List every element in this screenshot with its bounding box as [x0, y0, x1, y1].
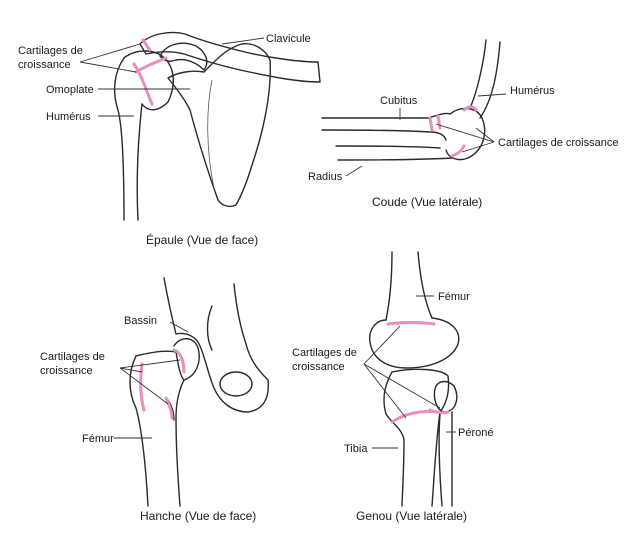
- knee-panel: Fémur Cartilages de croissance Péroné Ti…: [292, 251, 493, 523]
- elbow-humerus-bone: [469, 39, 487, 109]
- knee-cartilage-label-line2: croissance: [292, 361, 345, 373]
- humerus-bone: [113, 57, 125, 221]
- hip-femur-label: Fémur: [82, 433, 114, 445]
- humerus-head-bone: [123, 50, 174, 111]
- elbow-cartilage-label: Cartilages de croissance: [498, 137, 618, 149]
- hip-panel: Bassin Cartilages de croissance Fémur Ha…: [40, 277, 269, 523]
- clavicle-bone: [139, 31, 321, 83]
- hip-cartilage-label-line1: Cartilages de: [40, 351, 105, 363]
- shoulder-cartilage-mark: [132, 62, 154, 106]
- scapula-bone: [167, 43, 272, 208]
- radius-bone: [335, 145, 441, 149]
- knee-cartilage-label-line1: Cartilages de: [292, 347, 357, 359]
- elbow-panel: Cubitus Humérus Cartilages de croissance…: [308, 39, 618, 209]
- knee-femur-bone: [385, 251, 393, 321]
- elbow-humerus-label: Humérus: [510, 85, 555, 97]
- hip-caption: Hanche (Vue de face): [140, 509, 256, 523]
- radius-label: Radius: [308, 171, 343, 183]
- ulna-label: Cubitus: [380, 95, 418, 107]
- clavicle-label: Clavicule: [266, 33, 311, 45]
- hip-femur-head-bone: [173, 338, 200, 381]
- knee-femur-label: Fémur: [438, 291, 470, 303]
- elbow-caption: Coude (Vue latérale): [372, 195, 482, 209]
- hip-femur-bone: [135, 350, 185, 507]
- shoulder-cartilage-label-line1: Cartilages de: [18, 45, 83, 57]
- knee-cartilage-mark: [386, 321, 436, 326]
- tibia-label: Tibia: [344, 443, 368, 455]
- elbow-cartilage-mark: [428, 116, 434, 132]
- fibula-label: Péroné: [458, 427, 493, 439]
- shoulder-humerus-label: Humérus: [46, 111, 91, 123]
- knee-caption: Genou (Vue latérale): [356, 509, 467, 523]
- shoulder-cartilage-label-line2: croissance: [18, 59, 71, 71]
- fibula-bone: [433, 380, 458, 413]
- hip-cartilage-label-line2: croissance: [40, 365, 93, 377]
- shoulder-panel: Cartilages de croissance Clavicule Omopl…: [18, 31, 321, 247]
- shoulder-caption: Épaule (Vue de face): [146, 232, 258, 247]
- ulna-bone: [321, 112, 451, 119]
- pelvis-bone: [163, 277, 269, 413]
- scapula-label: Omoplate: [46, 84, 94, 96]
- pelvis-label: Bassin: [124, 315, 157, 327]
- hip-cartilage-mark: [139, 362, 146, 412]
- acromion-bone: [159, 42, 208, 71]
- tibia-bone: [383, 371, 405, 507]
